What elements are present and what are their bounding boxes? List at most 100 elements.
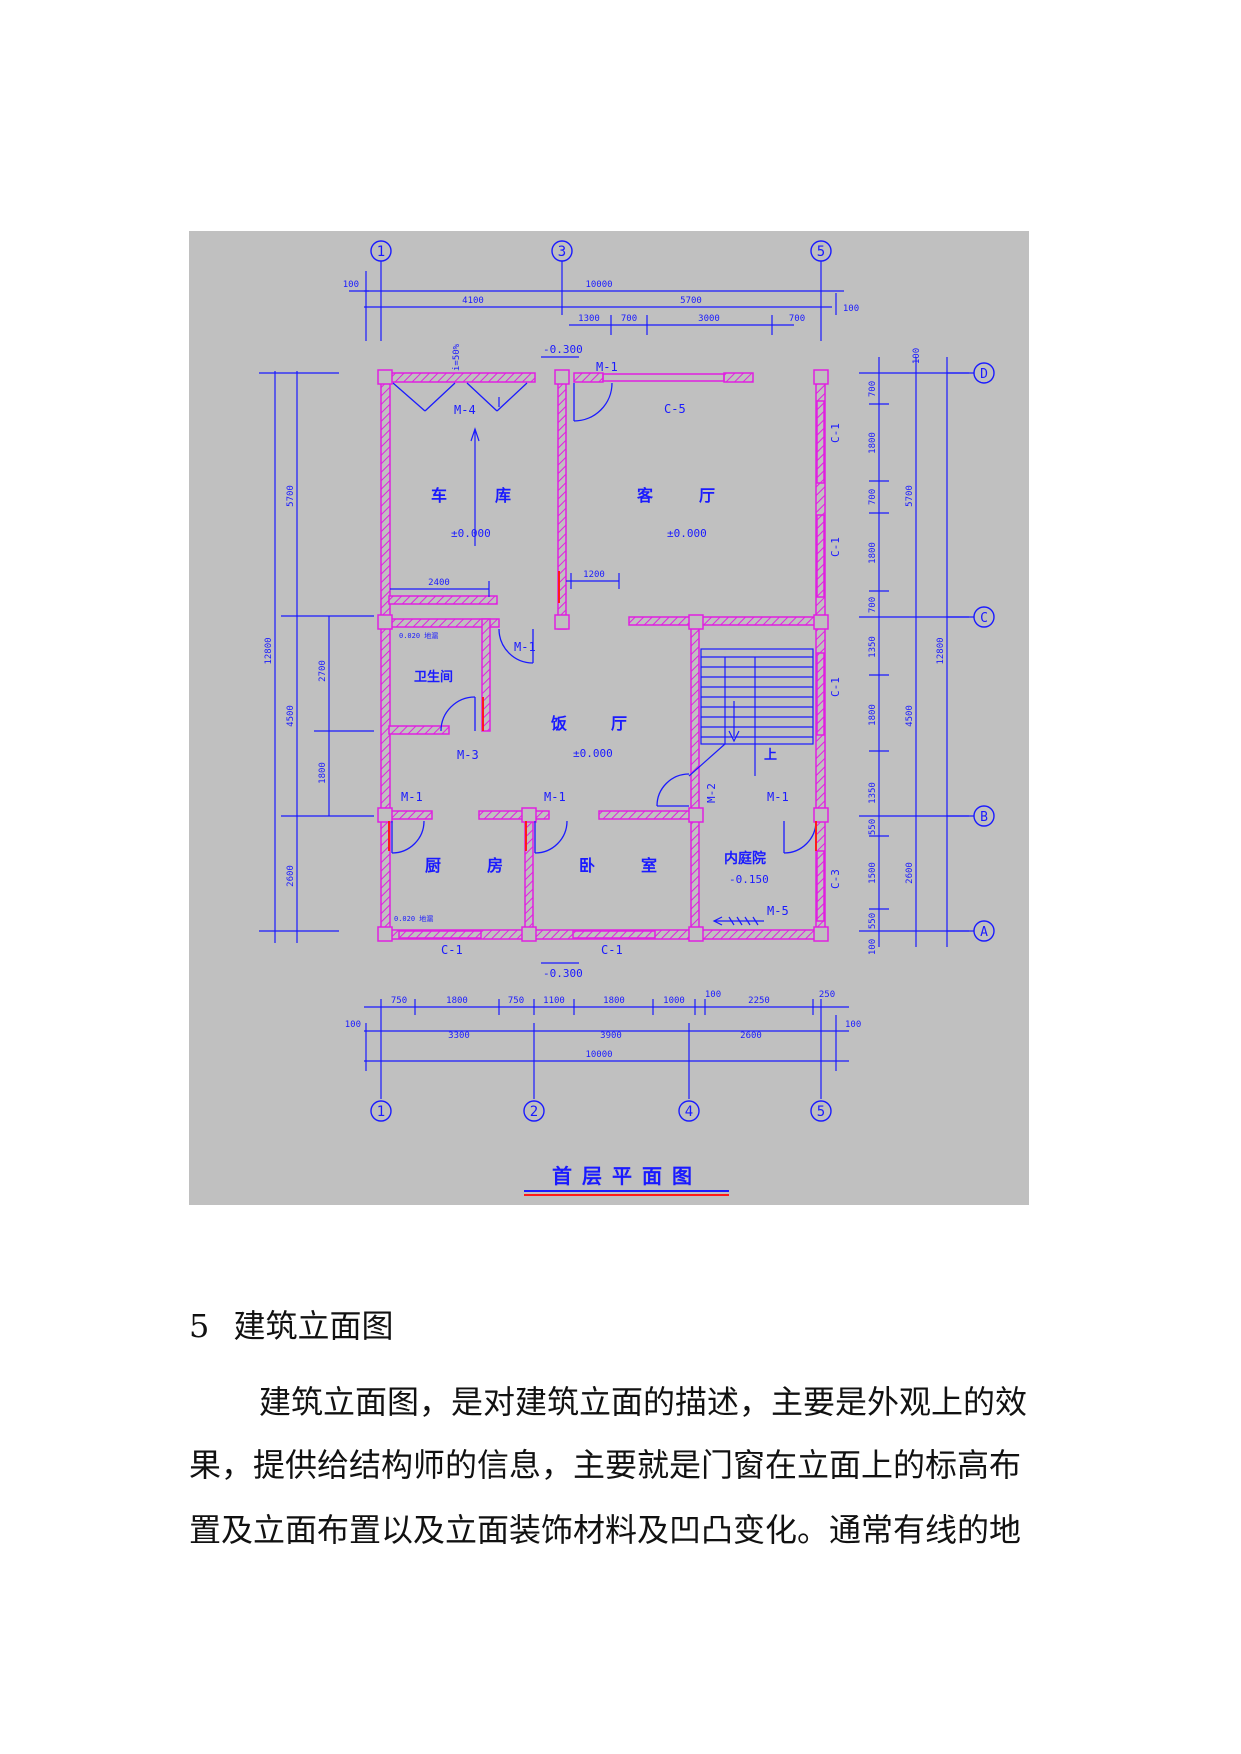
room-label-garage: 库	[495, 486, 511, 505]
dim-label: 250	[819, 990, 835, 1000]
dim-label: 5700	[680, 296, 702, 306]
dim-label: 2600	[905, 862, 915, 884]
dim-label: 100	[343, 280, 359, 290]
room-label-dining: 饭	[550, 714, 567, 733]
dim-label: 3900	[600, 1031, 622, 1041]
door-red-jambs	[388, 571, 817, 851]
columns	[377, 369, 829, 942]
dim-label: 1350	[868, 782, 878, 804]
dim-label: 700	[868, 489, 878, 505]
elevation-label: ±0.000	[667, 527, 707, 540]
dim-label: 700	[621, 314, 637, 324]
floor-drain-label: 0.020 地漏	[394, 914, 433, 923]
dim-label: 1000	[663, 996, 685, 1006]
dim-label: 1800	[868, 432, 878, 454]
dim-label: 700	[868, 381, 878, 397]
room-label-garage: 车	[431, 486, 447, 505]
dim-label: 1800	[868, 704, 878, 726]
dim-label: 3300	[448, 1031, 470, 1041]
axis-label: 5	[817, 1104, 825, 1120]
dim-label: 5700	[905, 485, 915, 507]
dim-label: 2600	[286, 865, 296, 887]
dimension-lines	[259, 261, 974, 1099]
floor-plan-drawing: 1 3 5 1 2 4 5 D C B A 100 10000 4100 570…	[259, 240, 995, 1196]
dim-label: 3000	[698, 314, 720, 324]
body-line-3: 置及立面布置以及立面装饰材料及凹凸变化。通常有线的地	[189, 1511, 1022, 1549]
axis-bubbles	[370, 240, 995, 1122]
dim-label: 100	[868, 939, 878, 955]
dim-label: 1800	[446, 996, 468, 1006]
dim-label: 100	[345, 1020, 361, 1030]
window-label: C-1	[829, 677, 842, 697]
door-label: M-1	[767, 790, 789, 804]
door-label: M-5	[767, 904, 789, 918]
window-label: C-1	[829, 537, 842, 557]
garage-arrow	[470, 397, 500, 546]
dim-label: 100	[843, 304, 859, 314]
section-heading: 5 建筑立面图	[189, 1301, 394, 1347]
room-label-living: 客	[637, 486, 654, 505]
dim-label: 1200	[583, 570, 605, 580]
section-number: 5	[189, 1307, 210, 1345]
axis-label: A	[980, 925, 988, 940]
doors	[391, 382, 817, 854]
axis-label: 1	[377, 1104, 385, 1120]
dim-label: 1350	[868, 636, 878, 658]
dim-label: 12800	[264, 637, 274, 664]
axis-label: 1	[377, 244, 385, 260]
window-label: C-1	[601, 943, 623, 957]
dim-label: 1300	[578, 314, 600, 324]
dim-label: 10000	[585, 1050, 612, 1060]
axis-label: B	[980, 810, 988, 825]
window-label: C-5	[664, 402, 686, 416]
windows	[398, 373, 825, 939]
axis-label: 4	[685, 1104, 693, 1120]
ramp-slope-label: i=50%	[452, 343, 462, 371]
court-arrow	[712, 916, 764, 926]
axis-label: D	[980, 367, 988, 382]
window-label: C-3	[829, 869, 842, 889]
axis-label: 5	[817, 244, 825, 260]
elevation-label: -0.150	[729, 873, 769, 886]
dim-label: 12800	[936, 637, 946, 664]
room-label-kitchen: 房	[487, 856, 503, 875]
dim-label: 100	[705, 990, 721, 1000]
dim-label: 2700	[318, 660, 328, 682]
axis-label: 2	[530, 1104, 538, 1120]
dim-label: 2250	[748, 996, 770, 1006]
axis-label: 3	[558, 244, 566, 260]
door-label: M-1	[401, 790, 423, 804]
dim-label: 4500	[905, 705, 915, 727]
title-underline	[524, 1190, 729, 1196]
dim-label: 700	[868, 597, 878, 613]
dim-label: 700	[789, 314, 805, 324]
dim-label: 5700	[286, 485, 296, 507]
dim-label: 550	[868, 819, 878, 835]
dim-label: 4100	[462, 296, 484, 306]
door-label: M-4	[454, 403, 476, 417]
dim-label: 1800	[318, 762, 328, 784]
room-label-living: 厅	[699, 486, 715, 505]
staircase	[688, 648, 814, 777]
door-label: M-3	[457, 748, 479, 762]
dim-label: 1800	[603, 996, 625, 1006]
door-label: M-1	[514, 640, 536, 654]
dim-label: 2600	[740, 1031, 762, 1041]
body-line-1: 建筑立面图，是对建筑立面的描述，主要是外观上的效	[259, 1383, 1028, 1421]
dim-label: 1100	[543, 996, 565, 1006]
room-label-kitchen: 厨	[425, 856, 441, 875]
dim-label: 100	[912, 348, 922, 364]
elevation-label: -0.300	[543, 343, 583, 356]
floor-drain-label: 0.020 地漏	[399, 631, 438, 640]
body-line-2: 果，提供给结构师的信息，主要就是门窗在立面上的标高布	[189, 1446, 1022, 1484]
dim-label: 550	[868, 913, 878, 929]
figure-title: 首层平面图	[552, 1164, 702, 1188]
window-label: C-1	[829, 423, 842, 443]
elevation-label: ±0.000	[451, 527, 491, 540]
elevation-label: ±0.000	[573, 747, 613, 760]
dim-label: 10000	[585, 280, 612, 290]
dim-label: 1500	[868, 862, 878, 884]
room-label-courtyard: 内庭院	[724, 850, 766, 867]
room-label-bathroom: 卫生间	[414, 669, 453, 685]
door-label: M-1	[544, 790, 566, 804]
